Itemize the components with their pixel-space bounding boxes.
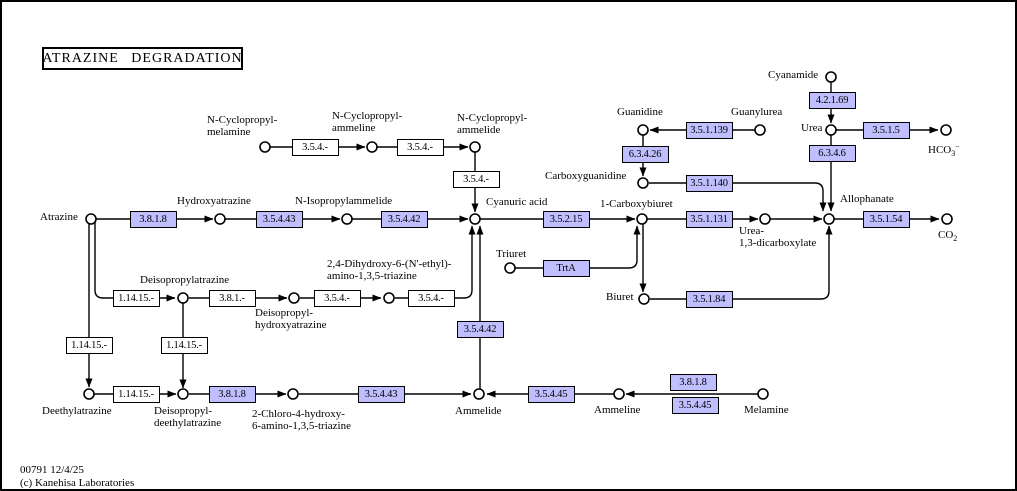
- compound-node-n-isopropylammelide[interactable]: [341, 213, 353, 225]
- compound-node-n-cyclopropyl-ammelide[interactable]: [469, 141, 481, 153]
- compound-node-urea[interactable]: [825, 124, 837, 136]
- compound-node-ammeline[interactable]: [613, 388, 625, 400]
- footer-copyright: (c) Kanehisa Laboratories: [20, 476, 135, 489]
- compound-label-cyanamide: Cyanamide: [768, 69, 819, 81]
- compound-node-carboxyguanidine[interactable]: [637, 177, 649, 189]
- enzyme-box-3-5-4--[interactable]: 3.5.4.-: [291, 138, 339, 156]
- enzyme-box-3-5-4-43[interactable]: 3.5.4.43: [357, 385, 405, 403]
- compound-label-guanylurea: Guanylurea: [731, 106, 783, 118]
- edge-carboxyguanidine-to-allophanate: [649, 182, 827, 212]
- enzyme-box-3-5-4--[interactable]: 3.5.4.-: [452, 170, 500, 188]
- compound-label-urea: Urea: [801, 122, 823, 134]
- compound-nodes: [83, 71, 953, 400]
- compound-node-n-cyclopropyl-melamine[interactable]: [259, 141, 271, 153]
- compound-label-deethylatrazine: Deethylatrazine: [42, 405, 112, 417]
- compound-label-carboxyguanidine: Carboxyguanidine: [545, 170, 627, 182]
- enzyme-box-3-8-1-8[interactable]: 3.8.1.8: [129, 210, 177, 228]
- edge-atrazine-to-deisopropylatrazine: [94, 222, 176, 302]
- compound-label-melamine: Melamine: [744, 404, 789, 416]
- enzyme-box-6-3-4-26[interactable]: 6.3.4.26: [621, 145, 669, 163]
- enzyme-box-3-8-1--[interactable]: 3.8.1.-: [208, 289, 256, 307]
- compound-node-allophanate[interactable]: [823, 213, 835, 225]
- edge-triuret-to-1-carboxybiuret: [515, 225, 641, 269]
- enzyme-box-3-5-1-84[interactable]: 3.5.1.84: [685, 290, 733, 308]
- footer-map-id: 00791 12/4/25: [20, 464, 84, 476]
- compound-node-2-chloro-4-hydroxy-6-amino-triazine[interactable]: [287, 388, 299, 400]
- compound-label-cyanuric-acid: Cyanuric acid: [486, 196, 548, 208]
- compound-node-biuret[interactable]: [638, 293, 650, 305]
- enzyme-box-6-3-4-6[interactable]: 6.3.4.6: [808, 144, 856, 162]
- enzyme-box-3-5-4-45[interactable]: 3.5.4.45: [671, 396, 719, 414]
- compound-label-atrazine: Atrazine: [40, 211, 78, 223]
- compound-label-hco3: HCO3−: [928, 142, 960, 158]
- enzyme-box-3-5-1-5[interactable]: 3.5.1.5: [862, 121, 910, 139]
- compound-node-deisopropyl-hydroxyatrazine[interactable]: [288, 292, 300, 304]
- compound-label-n-cyclopropyl-ammeline: N-Cyclopropyl-ammeline: [332, 110, 403, 134]
- compound-node-hco3[interactable]: [940, 124, 952, 136]
- compound-label-urea-1-3-dicarboxylate: Urea-1,3-dicarboxylate: [739, 225, 817, 249]
- compound-node-cyanamide[interactable]: [825, 71, 837, 83]
- edge-2-4-dihydroxy-6-n-ethyl-amino-triazine-to-cyanuric-acid: [395, 225, 476, 299]
- compound-node-deisopropylatrazine[interactable]: [177, 292, 189, 304]
- enzyme-box-3-5-1-139[interactable]: 3.5.1.139: [685, 121, 733, 139]
- compound-label-2-chloro-4-hydroxy-6-amino-1-3-5-triazine: 2-Chloro-4-hydroxy-6-amino-1,3,5-triazin…: [252, 408, 351, 432]
- enzyme-box-3-5-4--[interactable]: 3.5.4.-: [313, 289, 361, 307]
- compound-node-triuret[interactable]: [504, 262, 516, 274]
- compound-node-1-carboxybiuret[interactable]: [636, 213, 648, 225]
- enzyme-box-1-14-15--[interactable]: 1.14.15.-: [112, 385, 160, 403]
- compound-node-co2[interactable]: [941, 213, 953, 225]
- compound-label-2-4-dihydroxy-6-n-ethyl-amino-1-3-5-triazine: 2,4-Dihydroxy-6-(N'-ethyl)-amino-1,3,5-t…: [327, 258, 452, 282]
- compound-label-hydroxyatrazine: Hydroxyatrazine: [177, 195, 251, 207]
- compound-node-ammelide[interactable]: [473, 388, 485, 400]
- enzyme-box-3-8-1-8[interactable]: 3.8.1.8: [208, 385, 256, 403]
- enzyme-box-3-5-4-42[interactable]: 3.5.4.42: [456, 320, 504, 338]
- enzyme-box-1-14-15--[interactable]: 1.14.15.-: [160, 336, 208, 354]
- enzyme-box-3-5-2-15[interactable]: 3.5.2.15: [542, 210, 590, 228]
- compound-label-deisopropyl-deethylatrazine: Deisopropyl-deethylatrazine: [154, 405, 222, 429]
- enzyme-box-4-2-1-69[interactable]: 4.2.1.69: [808, 91, 856, 109]
- enzyme-box-3-5-4--[interactable]: 3.5.4.-: [407, 289, 455, 307]
- enzyme-box-3-5-4-43[interactable]: 3.5.4.43: [255, 210, 303, 228]
- compound-label-n-cyclopropyl-ammelide: N-Cyclopropyl-ammelide: [457, 112, 528, 136]
- enzyme-box-TrtA[interactable]: TrtA: [542, 259, 590, 277]
- enzyme-box-1-14-15--[interactable]: 1.14.15.-: [65, 336, 113, 354]
- enzyme-box-1-14-15--[interactable]: 1.14.15.-: [112, 289, 160, 307]
- compound-label-1-carboxybiuret: 1-Carboxybiuret: [600, 198, 673, 210]
- footer: 00791 12/4/25 (c) Kanehisa Laboratories: [20, 464, 134, 489]
- compound-label-biuret: Biuret: [606, 291, 634, 303]
- enzyme-box-3-5-1-131[interactable]: 3.5.1.131: [685, 210, 733, 228]
- compound-node-2-4-dihydroxy-6-n-ethyl-amino-triazine[interactable]: [383, 292, 395, 304]
- compound-label-ammeline: Ammeline: [594, 404, 641, 416]
- compound-label-triuret: Triuret: [496, 248, 527, 260]
- enzyme-box-3-5-4-45[interactable]: 3.5.4.45: [527, 385, 575, 403]
- enzyme-box-3-5-4-42[interactable]: 3.5.4.42: [380, 210, 428, 228]
- compound-node-deethylatrazine[interactable]: [83, 388, 95, 400]
- compound-label-allophanate: Allophanate: [840, 193, 894, 205]
- compound-node-n-cyclopropyl-ammeline[interactable]: [366, 141, 378, 153]
- enzyme-box-3-8-1-8[interactable]: 3.8.1.8: [669, 373, 717, 391]
- edge-biuret-to-allophanate: [650, 225, 833, 300]
- pathway-title: ATRAZINE DEGRADATION: [42, 50, 243, 66]
- compound-node-deisopropyl-deethylatrazine[interactable]: [177, 388, 189, 400]
- enzyme-box-3-5-4--[interactable]: 3.5.4.-: [396, 138, 444, 156]
- compound-node-melamine[interactable]: [757, 388, 769, 400]
- compound-label-n-isopropylammelide: N-Isopropylammelide: [295, 195, 393, 207]
- compound-node-hydroxyatrazine[interactable]: [214, 213, 226, 225]
- compound-label-deisopropylatrazine: Deisopropylatrazine: [140, 274, 230, 286]
- compound-node-guanylurea[interactable]: [754, 124, 766, 136]
- compound-label-guanidine: Guanidine: [617, 106, 663, 118]
- pathway-title-box: ATRAZINE DEGRADATION: [42, 47, 243, 70]
- compound-label-deisopropyl-hydroxyatrazine: Deisopropyl-hydroxyatrazine: [255, 307, 327, 331]
- compound-node-atrazine[interactable]: [85, 213, 97, 225]
- compound-label-ammelide: Ammelide: [455, 405, 502, 417]
- compound-node-guanidine[interactable]: [637, 124, 649, 136]
- compound-node-cyanuric-acid[interactable]: [469, 213, 481, 225]
- compound-node-urea-1-3-dicarboxylate[interactable]: [759, 213, 771, 225]
- enzyme-box-3-5-1-140[interactable]: 3.5.1.140: [685, 174, 733, 192]
- compound-label-co2: CO2: [938, 229, 958, 243]
- compound-label-n-cyclopropyl-melamine: N-Cyclopropyl-melamine: [207, 114, 278, 138]
- enzyme-box-3-5-1-54[interactable]: 3.5.1.54: [862, 210, 910, 228]
